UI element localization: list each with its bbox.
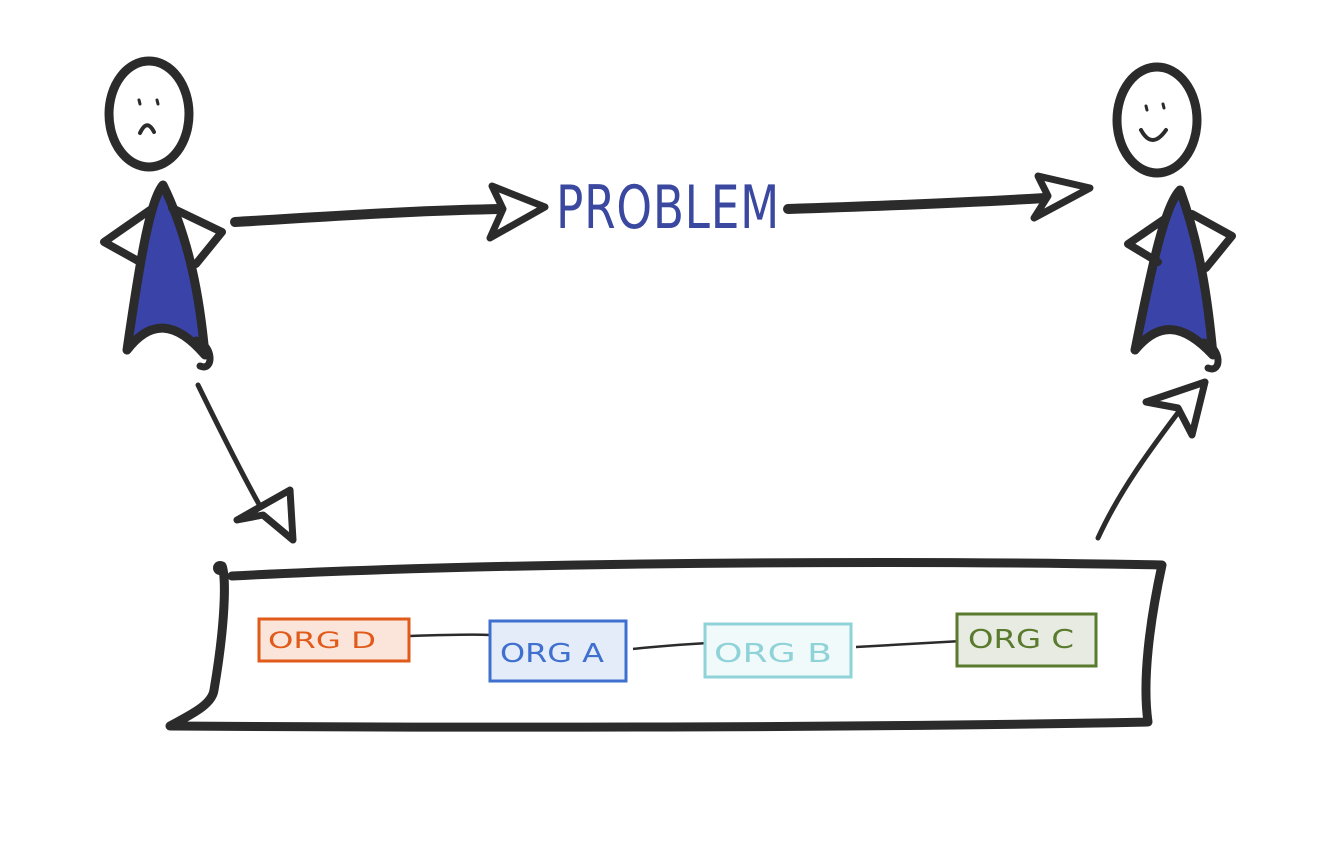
top-arrow-right-head-icon	[1030, 172, 1094, 222]
connector-b-c	[855, 639, 963, 649]
down-arrow	[195, 382, 297, 544]
sad-person-robe	[122, 180, 210, 360]
up-arrow-head-icon	[1142, 378, 1209, 439]
org-box-c: ORG C	[955, 612, 1098, 668]
org-box-b-label: ORG B	[714, 639, 832, 669]
connector-a-b	[632, 641, 709, 651]
sad-person-foot	[192, 336, 214, 371]
sad-person-head	[104, 56, 194, 172]
org-box-a: ORG A	[488, 619, 628, 683]
org-box-a-label: ORG A	[500, 639, 604, 669]
sad-person-eye-right	[155, 98, 160, 106]
sad-person-eye-left	[137, 98, 142, 106]
top-arrow-left-head-icon	[486, 182, 549, 242]
up-arrow	[1095, 378, 1209, 541]
happy-person-head	[1112, 62, 1202, 178]
org-box-b: ORG B	[703, 622, 853, 679]
down-arrow-head-icon	[233, 486, 297, 544]
top-arrow-right	[783, 172, 1094, 222]
org-box-d: ORG D	[257, 617, 411, 663]
happy-person-robe	[1130, 185, 1218, 360]
happy-person-eye-right	[1161, 102, 1166, 110]
happy-person-arm-right	[1188, 210, 1236, 272]
org-box-c-label: ORG C	[968, 625, 1074, 655]
sad-person-icon	[100, 56, 226, 371]
sad-person-arm-left	[100, 206, 154, 266]
top-arrow-left	[230, 182, 549, 242]
happy-person-foot	[1200, 338, 1222, 373]
happy-person-icon	[1112, 62, 1236, 373]
happy-person-arm-left	[1124, 214, 1170, 266]
happy-person-eye-left	[1144, 104, 1149, 112]
sad-person-arm-right	[168, 204, 226, 268]
connector-d-a	[409, 633, 491, 638]
problem-label: PROBLEM	[556, 173, 780, 243]
org-box-d-label: ORG D	[268, 629, 376, 654]
happy-person-mouth	[1139, 128, 1168, 142]
sad-person-mouth	[138, 123, 156, 135]
